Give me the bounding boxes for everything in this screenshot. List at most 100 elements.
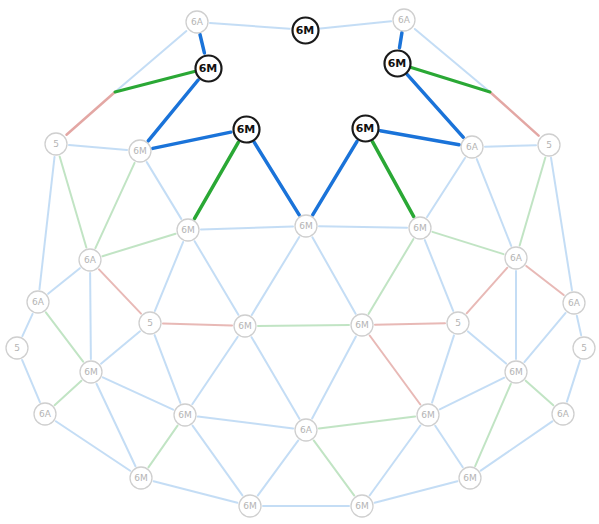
faded-strut [370,335,421,404]
hub-label: 6A [39,410,51,419]
faded-strut [567,360,580,401]
hub-label: 6A [557,410,569,419]
faded-strut [520,157,546,245]
hub-circle [538,134,560,156]
hub-label: 5 [53,140,59,149]
hub-label: 5 [581,344,587,353]
hub-label: 6M [463,474,477,483]
faded-strut [432,335,454,402]
faded-strut [155,242,183,311]
faded-strut [526,266,563,295]
hub-label: 6A [398,16,410,25]
hub-circle [292,17,318,43]
hub-circle [461,136,483,158]
hub-label: 6A [466,143,478,152]
dome-struts [67,29,539,136]
hub-node: 6A [78,248,102,272]
hub-node: 6A [26,290,50,314]
hub-label: 5 [546,141,552,150]
hub-node: 6A [562,291,586,315]
highlight-strut [148,80,198,141]
hub-label: 5 [14,344,20,353]
faded-strut [155,335,181,403]
highlight-strut [254,142,299,215]
hub-circle [563,292,585,314]
faded-strut [192,337,237,404]
faded-strut [48,268,80,294]
hub-node: 6M [294,214,318,238]
highlight-strut [200,35,204,53]
faded-strut [56,421,130,471]
hub-circle [129,140,151,162]
hub-circle [195,55,221,81]
highlight-strut [372,142,413,217]
hub-node: 6M [128,139,152,163]
hub-label: 6M [237,124,256,135]
highlighted-hub: 6M [351,114,380,143]
faded-strut [201,226,293,229]
hub-node: 6A [504,246,528,270]
highlighted-hub: 6M [194,54,223,83]
faded-strut [314,440,355,495]
faded-strut [252,237,299,315]
hub-label: 6A [84,256,96,265]
hub-node: 6M [416,403,440,427]
faded-strut [97,384,136,466]
faded-strut [577,316,581,336]
hub-label: 6M [134,474,148,483]
hub-label: 6M [238,322,252,331]
faded-strut [163,323,232,325]
faded-strut [312,336,356,418]
faded-strut [467,268,508,314]
hub-node: 6A [294,418,318,442]
faded-strut [319,226,407,228]
hub-node: 6M [79,360,103,384]
hub-circle [393,9,415,31]
hub-node: 6M [129,466,153,490]
faded-strut [468,331,506,363]
hub-circle [80,361,102,383]
faded-strut [263,505,349,507]
hub-node: 6M [408,216,432,240]
highlight-strut [380,131,459,145]
hub-node: 6A [551,402,575,426]
faded-strut [195,241,239,315]
hub-node: 6M [238,494,262,518]
hub-circle [233,116,259,142]
hub-circle [573,337,595,359]
hub-circle [177,219,199,241]
hub-circle [6,337,28,359]
faded-strut [425,240,453,311]
faded-strut [95,163,134,248]
hub-label: 6A [191,18,203,27]
faded-strut [432,232,503,254]
hub-node: 6M [173,403,197,427]
hub-circle [295,419,317,441]
faded-strut [69,145,127,150]
hub-label: 6M [133,147,147,156]
hub-circle [351,314,373,336]
hub-node: 5 [572,336,596,360]
hub-circle [552,403,574,425]
highlight-strut [399,33,401,48]
hub-label: 6M [299,222,313,231]
faded-strut [475,384,511,466]
hub-label: 6M [421,411,435,420]
highlight-strut [115,72,194,93]
hub-label: 6M [355,321,369,330]
highlight-strut [313,141,357,215]
hub-label: 6M [178,411,192,420]
hub-label: 5 [455,319,461,328]
faded-strut [22,314,32,336]
highlight-strut [194,142,238,218]
hub-label: 5 [147,319,153,328]
faded-strut [427,158,465,217]
highlight-strut [153,132,231,148]
hub-node: 6M [458,466,482,490]
hub-node: 6A [460,135,484,159]
highlighted-hub: 6M [383,49,412,78]
faded-strut [147,162,182,219]
hub-circle [34,403,56,425]
hub-circle [130,467,152,489]
